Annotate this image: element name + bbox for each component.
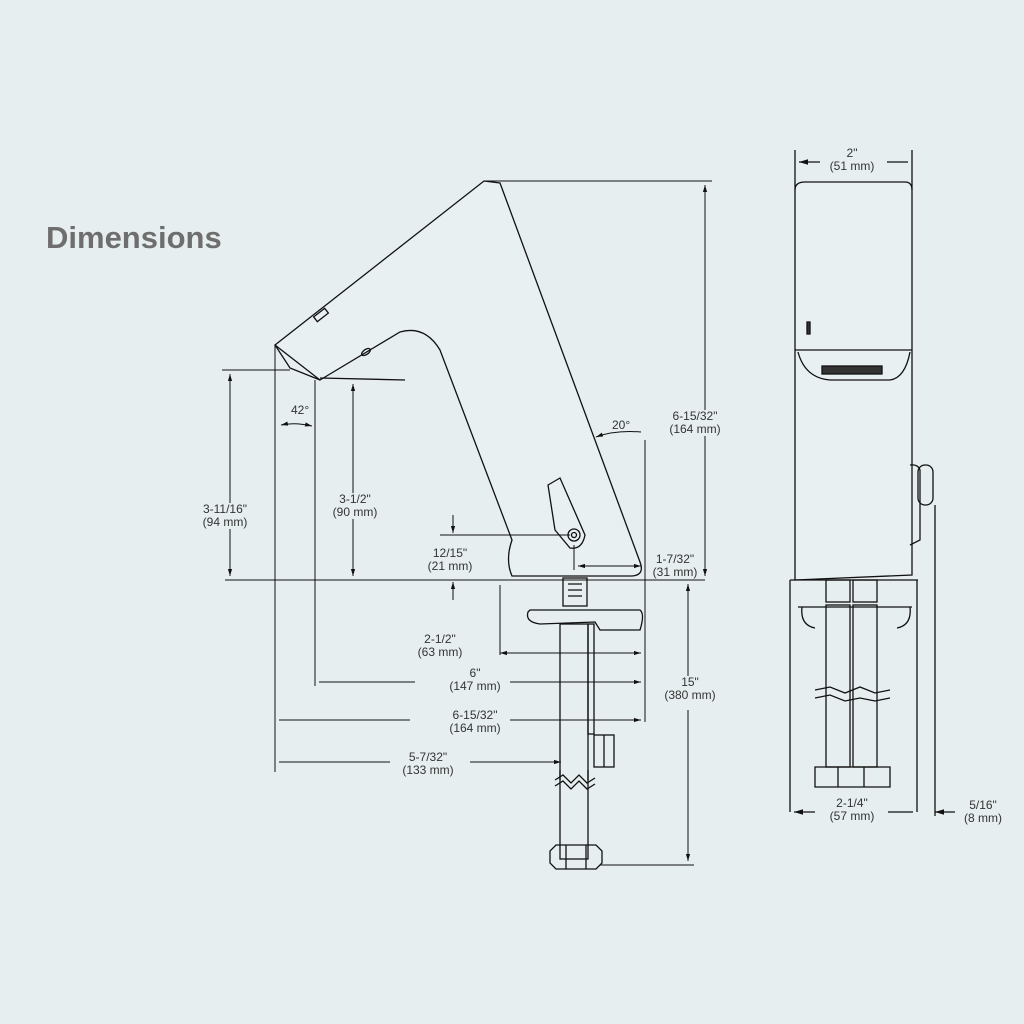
dim-metric: (94 mm): [202, 515, 248, 529]
dim-overall-height: 6-15/32"(164 mm): [669, 409, 721, 436]
dim-imperial: 12/15": [432, 546, 468, 560]
spout-angle-label: 42°: [291, 403, 310, 417]
dim-metric: (147 mm): [449, 679, 501, 693]
faucet-front-view: [790, 150, 955, 816]
dim-handle-height: 12/15"(21 mm): [427, 546, 473, 573]
dim-metric: (63 mm): [417, 645, 463, 659]
dim-supply-offset: 5-7/32"(133 mm): [402, 750, 454, 777]
dim-imperial: 5/16": [969, 798, 997, 812]
dim-handle-offset: 1-7/32"(31 mm): [653, 553, 698, 579]
dim-imperial: 5-7/32": [408, 750, 448, 764]
mounting-bracket: [526, 609, 644, 631]
dim-imperial: 3-1/2": [339, 492, 371, 506]
hex-nut: [549, 844, 603, 870]
handle-lever: [547, 477, 586, 549]
dim-outlet-height: 3-1/2"(90 mm): [332, 492, 378, 519]
dim-imperial: 2-1/2": [424, 632, 456, 646]
dim-metric: (21 mm): [427, 559, 473, 573]
dim-metric: (51 mm): [829, 159, 875, 173]
dim-metric: (164 mm): [449, 721, 501, 735]
page-title: Dimensions: [46, 220, 222, 255]
dim-metric: (380 mm): [664, 688, 716, 702]
dim-supply-length: 15"(380 mm): [664, 675, 716, 702]
dim-metric: (57 mm): [829, 809, 875, 823]
dim-metric: (90 mm): [332, 505, 378, 519]
dim-imperial: 1-7/32": [655, 552, 695, 566]
dim-metric: (8 mm): [964, 811, 1002, 825]
dim-imperial: 6-15/32": [672, 409, 718, 423]
dim-imperial: 6-15/32": [452, 708, 498, 722]
dim-base-width: 2-1/4"(57 mm): [829, 796, 875, 823]
dim-metric: (31 mm): [652, 565, 698, 579]
dim-handle-projection: 5/16"(8 mm): [964, 799, 1002, 825]
dim-imperial: 2-1/4": [836, 796, 868, 810]
dim-body-width: 2"(51 mm): [829, 146, 875, 173]
dim-imperial: 6": [469, 666, 481, 680]
dim-imperial: 15": [681, 675, 699, 689]
front-angle-label: 20°: [612, 418, 631, 432]
dim-overall-depth: 6-15/32"(164 mm): [449, 708, 501, 735]
dim-imperial: 3-11/16": [202, 502, 248, 516]
dim-spout-height: 3-11/16"(94 mm): [202, 502, 248, 529]
dim-imperial: 2": [846, 146, 858, 160]
dim-base-depth: 2-1/2"(63 mm): [417, 632, 463, 659]
faucet-side-view: [273, 180, 644, 870]
dim-metric: (133 mm): [402, 763, 454, 777]
side-dimension-lines: [222, 180, 712, 865]
dim-spout-reach: 6"(147 mm): [449, 666, 501, 693]
dim-metric: (164 mm): [669, 422, 721, 436]
